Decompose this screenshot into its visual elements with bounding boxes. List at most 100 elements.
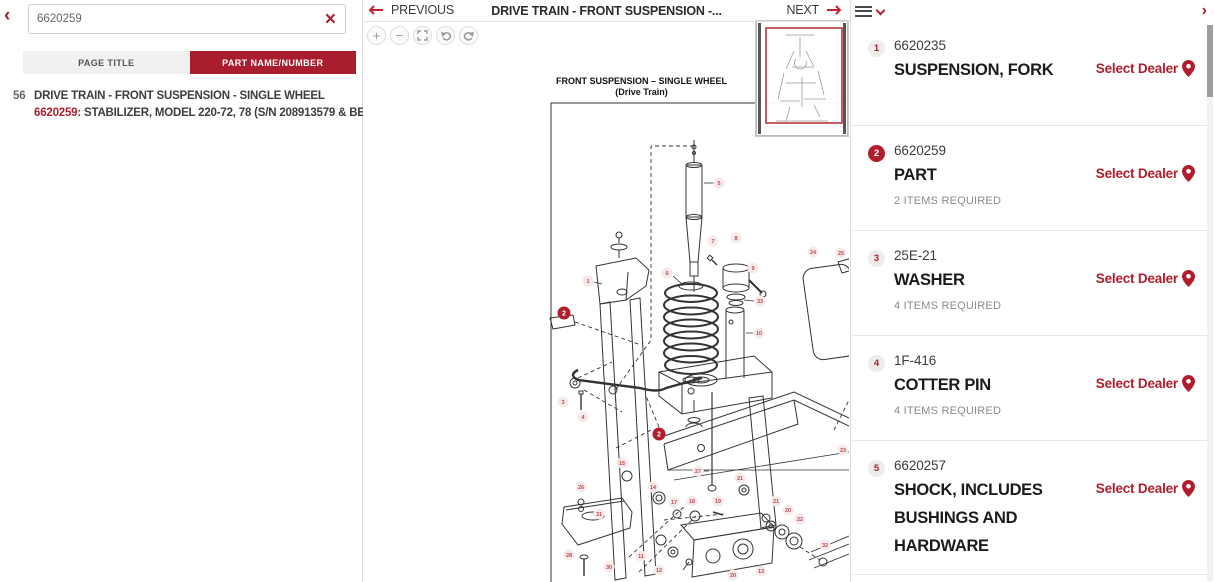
svg-text:8: 8 bbox=[734, 236, 737, 242]
next-page-button[interactable]: NEXT bbox=[786, 3, 843, 17]
svg-text:20: 20 bbox=[730, 573, 736, 579]
diagram-callout-33: 33 bbox=[754, 295, 766, 307]
item-part-number: 6620259 bbox=[894, 143, 946, 158]
search-tabs: PAGE TITLE PART NAME/NUMBER bbox=[23, 51, 356, 74]
svg-text:12: 12 bbox=[656, 568, 662, 574]
diagram-callout-31: 31 bbox=[593, 508, 605, 520]
toolbar-divider bbox=[364, 21, 1214, 22]
item-number-badge: 4 bbox=[868, 355, 885, 372]
select-dealer-label: Select Dealer bbox=[1095, 166, 1178, 181]
undo-button[interactable] bbox=[436, 26, 455, 45]
svg-text:6: 6 bbox=[665, 271, 668, 277]
previous-page-button[interactable]: PREVIOUS bbox=[367, 3, 454, 17]
minimap-canvas bbox=[756, 21, 848, 136]
item-part-name: WASHER bbox=[894, 271, 965, 289]
parts-list: 1 6620235 SUSPENSION, FORK Select Dealer… bbox=[851, 21, 1207, 582]
search-result[interactable]: 56 DRIVE TRAIN - FRONT SUSPENSION - SING… bbox=[0, 90, 363, 119]
diagram-callout-30: 30 bbox=[603, 561, 615, 573]
svg-text:23: 23 bbox=[840, 448, 846, 454]
part-list-item[interactable]: 4 1F-416 COTTER PIN 4 ITEMS REQUIRED Sel… bbox=[851, 336, 1207, 441]
item-number-badge: 1 bbox=[868, 40, 885, 57]
svg-text:32: 32 bbox=[822, 543, 828, 549]
select-dealer-label: Select Dealer bbox=[1095, 481, 1178, 496]
exploded-diagram-canvas[interactable]: 1345678933102715141718191112132021212022… bbox=[364, 0, 849, 582]
result-page-number: 56 bbox=[13, 90, 26, 102]
part-list-item[interactable]: 3 25E-21 WASHER 4 ITEMS REQUIRED Select … bbox=[851, 231, 1207, 336]
diagram-title: FRONT SUSPENSION – SINGLE WHEEL (Drive T… bbox=[555, 76, 728, 97]
diagram-callout-5: 5 bbox=[713, 177, 725, 189]
map-pin-icon bbox=[1182, 60, 1195, 77]
svg-text:21: 21 bbox=[773, 499, 779, 505]
search-input[interactable] bbox=[29, 13, 316, 25]
part-list-item[interactable]: 5 6620257 SHOCK, INCLUDES BUSHINGS AND H… bbox=[851, 441, 1207, 575]
svg-text:13: 13 bbox=[758, 569, 764, 575]
zoom-out-button[interactable]: − bbox=[390, 26, 409, 45]
parts-scrollbar[interactable] bbox=[1207, 25, 1213, 581]
collapse-left-panel-icon[interactable]: ‹ bbox=[4, 5, 11, 26]
svg-text:11: 11 bbox=[638, 554, 644, 560]
collapse-right-panel-icon[interactable]: › bbox=[1201, 2, 1207, 19]
svg-text:4: 4 bbox=[581, 415, 585, 421]
svg-text:10: 10 bbox=[756, 331, 762, 337]
select-dealer-link[interactable]: Select Dealer bbox=[1096, 165, 1195, 182]
result-title: DRIVE TRAIN - FRONT SUSPENSION - SINGLE … bbox=[34, 90, 325, 102]
item-part-name: COTTER PIN bbox=[894, 376, 991, 394]
arrow-right-icon bbox=[827, 5, 842, 15]
diagram-callout-26: 26 bbox=[575, 481, 587, 493]
diagram-callout-1: 1 bbox=[582, 275, 594, 287]
diagram-callout-7: 7 bbox=[707, 235, 719, 247]
hamburger-icon bbox=[855, 5, 872, 8]
diagram-callout-10: 10 bbox=[753, 327, 765, 339]
item-qty-required: 2 ITEMS REQUIRED bbox=[894, 195, 1002, 207]
diagram-callout-14: 14 bbox=[647, 481, 659, 493]
tab-part-name-number[interactable]: PART NAME/NUMBER bbox=[189, 51, 356, 74]
svg-text:15: 15 bbox=[619, 461, 625, 467]
diagram-callout-12: 12 bbox=[653, 564, 665, 576]
fit-screen-button[interactable] bbox=[413, 26, 432, 45]
part-list-item[interactable]: 1 6620235 SUSPENSION, FORK Select Dealer bbox=[851, 21, 1207, 126]
item-part-number: 25E-21 bbox=[894, 248, 937, 263]
tab-page-title[interactable]: PAGE TITLE bbox=[23, 51, 190, 74]
select-dealer-link[interactable]: Select Dealer bbox=[1096, 375, 1195, 392]
svg-text:20: 20 bbox=[785, 508, 791, 514]
diagram-callout-20: 20 bbox=[727, 569, 739, 581]
diagram-callout-17: 17 bbox=[668, 496, 680, 508]
select-dealer-label: Select Dealer bbox=[1095, 271, 1178, 286]
diagram-callout-19: 19 bbox=[712, 495, 724, 507]
diagram-navbar: PREVIOUS DRIVE TRAIN - FRONT SUSPENSION … bbox=[364, 0, 849, 21]
item-part-name: PART bbox=[894, 166, 937, 184]
diagram-callout-20: 20 bbox=[782, 504, 794, 516]
highlighted-part-marker-2[interactable]: 2 bbox=[652, 427, 666, 441]
select-dealer-link[interactable]: Select Dealer bbox=[1096, 480, 1195, 497]
diagram-callout-8: 8 bbox=[730, 232, 742, 244]
search-panel: ‹ × PAGE TITLE PART NAME/NUMBER 56 DRIVE… bbox=[0, 0, 363, 582]
result-part-number: 6620259 bbox=[34, 107, 78, 119]
select-dealer-link[interactable]: Select Dealer bbox=[1096, 60, 1195, 77]
zoom-toolbar: + − bbox=[367, 26, 478, 45]
item-number-badge: 5 bbox=[868, 460, 885, 477]
svg-text:9: 9 bbox=[751, 266, 754, 272]
diagram-callout-22: 22 bbox=[794, 513, 806, 525]
redo-button[interactable] bbox=[459, 26, 478, 45]
minimap-viewport[interactable] bbox=[765, 27, 843, 124]
diagram-callout-11: 11 bbox=[635, 550, 647, 562]
zoom-in-button[interactable]: + bbox=[367, 26, 386, 45]
svg-text:17: 17 bbox=[671, 500, 677, 506]
diagram-viewport[interactable]: FRONT SUSPENSION – SINGLE WHEEL (Drive T… bbox=[364, 0, 849, 582]
redo-icon bbox=[463, 31, 474, 41]
next-label: NEXT bbox=[786, 3, 819, 17]
fit-screen-icon bbox=[417, 30, 428, 41]
svg-text:22: 22 bbox=[797, 517, 803, 523]
chevron-down-icon bbox=[875, 5, 886, 16]
clear-search-icon[interactable]: × bbox=[324, 8, 336, 30]
parts-menu-button[interactable] bbox=[855, 3, 886, 21]
minimap[interactable] bbox=[755, 20, 849, 137]
part-list-item[interactable]: 2 6620259 PART 2 ITEMS REQUIRED Select D… bbox=[851, 126, 1207, 231]
result-part-line: 6620259: STABILIZER, MODEL 220-72, 78 (S… bbox=[34, 107, 363, 119]
highlighted-part-marker-2[interactable]: 2 bbox=[557, 306, 571, 320]
svg-text:33: 33 bbox=[757, 299, 763, 305]
scrollbar-thumb[interactable] bbox=[1207, 25, 1213, 97]
select-dealer-link[interactable]: Select Dealer bbox=[1096, 270, 1195, 287]
svg-text:18: 18 bbox=[689, 499, 695, 505]
